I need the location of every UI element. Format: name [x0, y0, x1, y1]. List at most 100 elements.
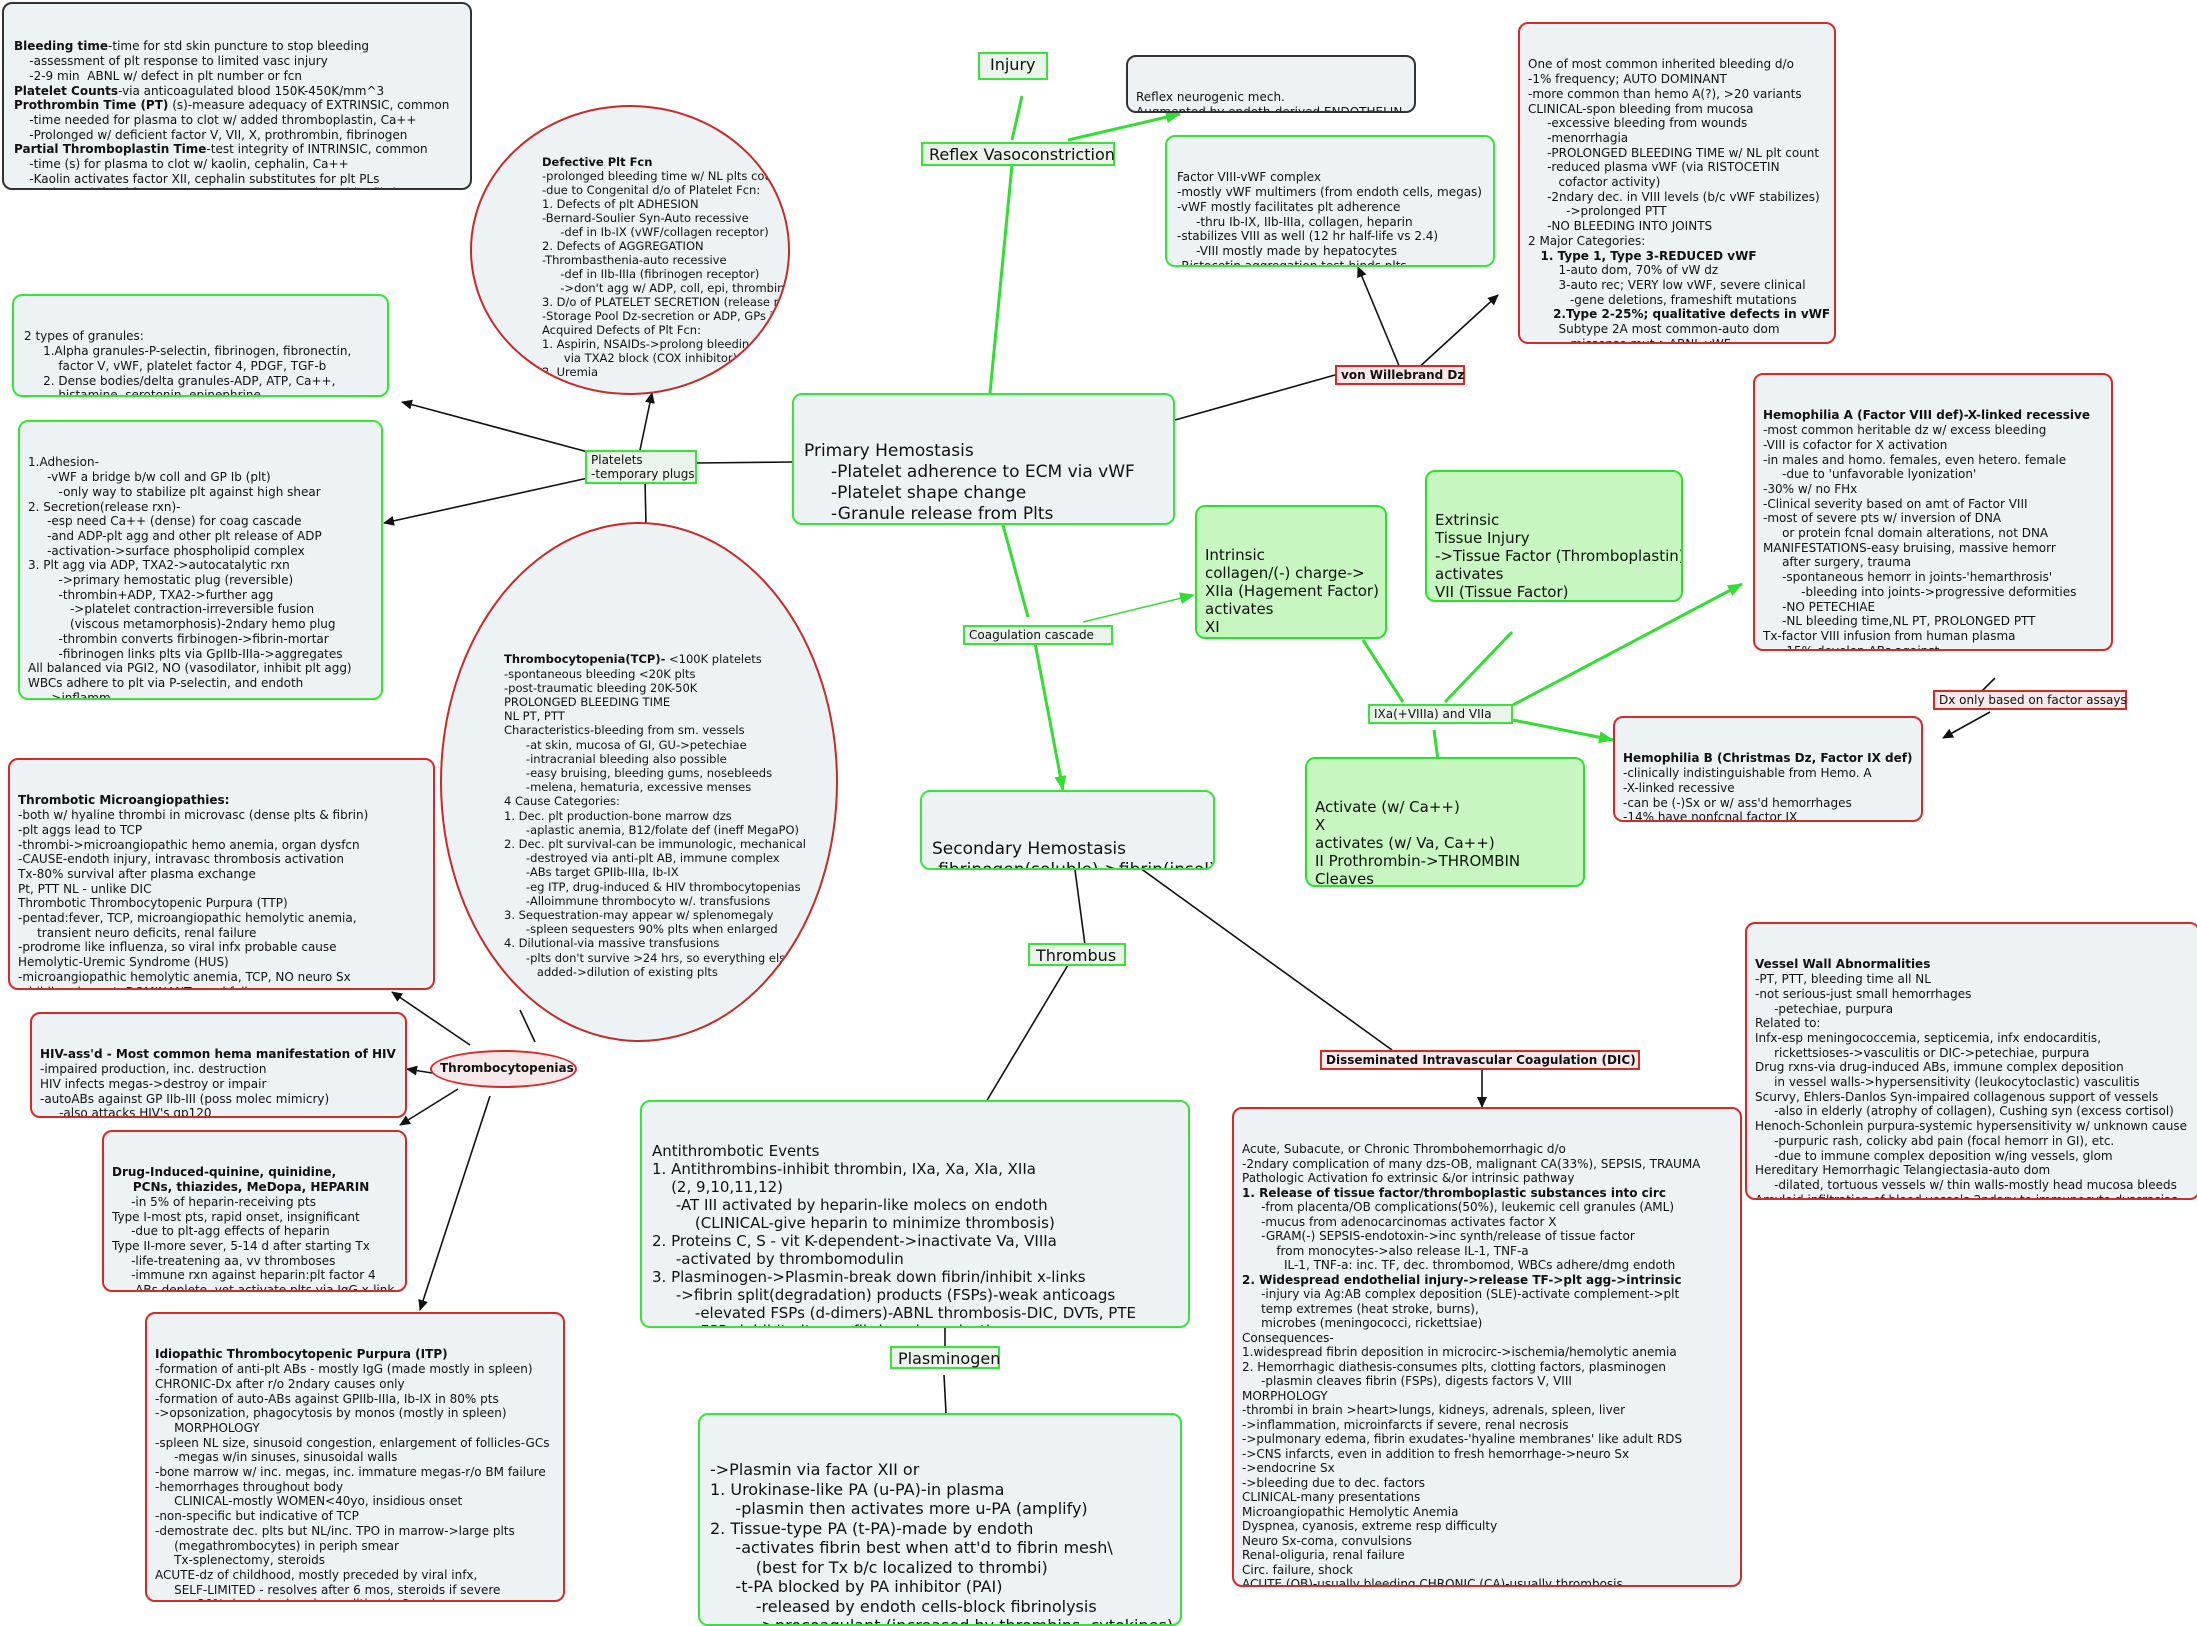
plasmin-line: ->Plasmin via factor XII or	[710, 1460, 920, 1479]
hemoA-line: -VIII is cofactor for X activation	[1763, 437, 1948, 452]
defective-plt-line: -due to Congenital d/o of Platelet Fcn:	[542, 183, 761, 197]
intrinsic-line: Intrinsic	[1205, 546, 1265, 564]
itp-line: CHRONIC-Dx after r/o 2ndary causes only	[155, 1376, 405, 1391]
vwd-info-line: -2ndary dec. in VIII levels (b/c vWF sta…	[1528, 189, 1820, 204]
drug-line: -in 5% of heparin-receiving pts	[112, 1194, 316, 1209]
adhesion-line: -activation->surface phospholipid comple…	[28, 543, 305, 558]
hemoA-line: -most common heritable dz w/ excess blee…	[1763, 423, 2047, 438]
tma-line: -pentad:fever, TCP, microangiopathic hem…	[18, 911, 357, 926]
dic-line: IL-1, TNF-a: inc. TF, dec. thrombomod, W…	[1242, 1258, 1676, 1272]
intrinsic-line: XI	[1205, 618, 1220, 636]
adhesion-line: -only way to stabilize plt against high …	[28, 484, 321, 499]
secondary-line: -fibrinogen(soluble)->fibrin(insol)	[932, 860, 1215, 870]
bleeding-tests-line: -Prolonged if def factor V, VIII, IX, X,…	[14, 186, 460, 188]
dic-text: Acute, Subacute, or Chronic Thrombohemor…	[1242, 1142, 1732, 1585]
vessel-line: Infx-esp meningococcemia, septicemia, in…	[1755, 1030, 2102, 1045]
dic-line: 2. Hemorrhagic diathesis-consumes plts, …	[1242, 1359, 1666, 1374]
hemophilia-a-note: Hemophilia A (Factor VIII def)-X-linked …	[1753, 373, 2113, 651]
vessel-line: Henoch-Schonlein purpura-systemic hypers…	[1755, 1119, 2188, 1134]
vessel-line: -purpuric rash, colicky abd pain (focal …	[1755, 1133, 2115, 1148]
tma-line: -plt aggs lead to TCP	[18, 822, 143, 837]
tma-line: Tx-80% survival after plasma exchange	[18, 866, 256, 881]
dic-line: ->pulmonary edema, fibrin exudates-'hyal…	[1242, 1432, 1683, 1446]
adhesion-line: WBCs adhere to plt via P-selectin, and e…	[28, 675, 304, 690]
primary-line: -Platelet adherence to ECM via vWF	[804, 462, 1135, 482]
thrombotic-microangiopathies-note: Thrombotic Microangiopathies:-both w/ hy…	[8, 758, 435, 990]
vwd-info-line: -excessive bleeding from wounds	[1528, 116, 1748, 131]
hemoB-line: -14% have nonfcnal factor IX	[1623, 810, 1798, 822]
bleeding-tests-line: -time needed for plasma to clot w/ added…	[14, 112, 417, 127]
vwd-info-line: -NO BLEEDING INTO JOINTS	[1528, 219, 1713, 234]
plasmin-line: -t-PA blocked by PA inhibitor (PAI)	[710, 1577, 1003, 1596]
tcp-line: PROLONGED BLEEDING TIME	[504, 695, 671, 710]
antithrombotic-line: -activated by thrombomodulin	[652, 1250, 904, 1268]
hiv-line: -also attacks HIV's gp120	[40, 1106, 212, 1118]
dic-line: -GRAM(-) SEPSIS-endotoxin->inc synth/rel…	[1242, 1229, 1635, 1243]
tma-line: transient neuro deficits, renal failure	[18, 925, 257, 940]
drug-induced-note: Drug-Induced-quinine, quinidine, PCNs, t…	[102, 1130, 407, 1292]
reflex-text: Reflex neurogenic mech.Augmented by endo…	[1136, 90, 1406, 111]
dic-line: Dyspnea, cyanosis, extreme resp difficul…	[1242, 1519, 1498, 1533]
tma-line: -CAUSE-endoth injury, intravasc thrombos…	[18, 852, 344, 867]
adhesion-line: 3. Plt agg via ADP, TXA2->autocatalytic …	[28, 558, 290, 573]
drug-line: PCNs, thiazides, MeDopa, HEPARIN	[112, 1180, 370, 1195]
itp-text: Idiopathic Thrombocytopenic Purpura (ITP…	[155, 1347, 555, 1600]
antithrombotic-line: 1. Antithrombins-inhibit thrombin, IXa, …	[652, 1160, 1036, 1178]
vessel-line: -also in elderly (atrophy of collagen), …	[1755, 1104, 2174, 1119]
hemophilia-a-text: Hemophilia A (Factor VIII def)-X-linked …	[1763, 408, 2103, 651]
tcp-line: 2. Dec. plt survival-can be immunologic,…	[504, 837, 806, 852]
tma-line: -prodrome like influenza, so viral infx …	[18, 940, 337, 955]
defective-plt-line: Acquired Defects of Plt Fcn:	[542, 323, 701, 337]
hemoA-line: -most of severe pts w/ inversion of DNA	[1763, 511, 2002, 526]
itp-line: -formation of anti-plt ABs - mostly IgG …	[155, 1362, 533, 1377]
vessel-line: rickettsioses->vasculitis or DIC->petech…	[1755, 1045, 2090, 1060]
itp-line: -megas w/in sinuses, sinusoidal walls	[155, 1450, 398, 1465]
adhesion-line: ->primary hemostatic plug (reversible)	[28, 573, 294, 588]
dic-line: -2ndary complication of many dzs-OB, mal…	[1242, 1156, 1701, 1171]
defective-plt-line: -prolonged bleeding time w/ NL plts coun…	[542, 169, 784, 183]
adhesion-note: 1.Adhesion- -vWF a bridge b/w coll and G…	[18, 420, 383, 700]
thrombocytopenia-ellipse: Thrombocytopenia(TCP)- <100K platelets-s…	[440, 522, 838, 1042]
granules-line: factor V, vWF, platelet factor 4, PDGF, …	[24, 358, 327, 373]
factor8-line: -vWF mostly facilitates plt adherence	[1177, 199, 1401, 214]
adhesion-line: -esp need Ca++ (dense) for coag cascade	[28, 514, 302, 529]
defective-plt-line: 2. Defects of AGGREGATION	[542, 239, 704, 253]
itp-line: Tx-splenectomy, steroids	[155, 1553, 326, 1568]
itp-line: -non-specific but indicative of TCP	[155, 1509, 359, 1524]
thrombocytopenias-label: Thrombocytopenias	[430, 1050, 577, 1088]
plasminogen-label: Plasminogen	[890, 1346, 1000, 1369]
primary-line: -Platelet shape change	[804, 483, 1027, 503]
adhesion-line: -and ADP-plt agg and other plt release o…	[28, 528, 322, 543]
vwd-info-line: 2 Major Categories:	[1528, 233, 1646, 248]
adhesion-line: All balanced via PGI2, NO (vasodilator, …	[28, 661, 352, 676]
hemoA-line: -30% w/ no FHx	[1763, 481, 1858, 496]
extrinsic-line: Extrinsic	[1435, 511, 1500, 529]
vwd-info-line: 1-auto dom, 70% of vW dz	[1528, 263, 1719, 278]
tcp-line: -eg ITP, drug-induced & HIV thrombocytop…	[504, 879, 801, 894]
antithrombotic-line: -elevated FSPs (d-dimers)-ABNL thrombosi…	[652, 1304, 1136, 1322]
hiv-line: -autoABs against GP IIb-III (poss molec …	[40, 1091, 330, 1106]
tcp-line: -Alloimmune thrombocyto w/. transfusions	[504, 893, 771, 908]
vessel-line: Related to:	[1755, 1016, 1821, 1031]
dic-line: temp extremes (heat stroke, burns),	[1242, 1301, 1479, 1316]
dic-line: Acute, Subacute, or Chronic Thrombohemor…	[1242, 1142, 1566, 1156]
tcp-line: 4. Dilutional-via massive transfusions	[504, 936, 720, 951]
vessel-line: Scurvy, Ehlers-Danlos Syn-impaired colla…	[1755, 1089, 2159, 1104]
dx-factor-assays-label: Dx only based on factor assays	[1933, 690, 2127, 710]
drug-line: -immune rxn against heparin:plt factor 4	[112, 1268, 376, 1283]
dic-line: MORPHOLOGY	[1242, 1388, 1328, 1403]
vwd-info-line: 3-auto rec; VERY low vWF, severe clinica…	[1528, 277, 1806, 292]
itp-line: -spleen NL size, sinusoid congestion, en…	[155, 1435, 550, 1450]
adhesion-line: 2. Secretion(release rxn)-	[28, 499, 181, 514]
dic-line: 2. Widespread endothelial injury->releas…	[1242, 1272, 1682, 1287]
itp-line: SELF-LIMITED - resolves after 6 mos, ste…	[155, 1582, 501, 1597]
hemoA-line: -15% develop ABs against	[1763, 643, 1940, 651]
vessel-line: Drug rxns-via drug-induced ABs, immune c…	[1755, 1060, 2124, 1075]
adhesion-line: -vWF a bridge b/w coll and GP Ib (plt)	[28, 470, 271, 485]
hemoA-line: or protein fcnal domain alterations, not…	[1763, 526, 2049, 541]
